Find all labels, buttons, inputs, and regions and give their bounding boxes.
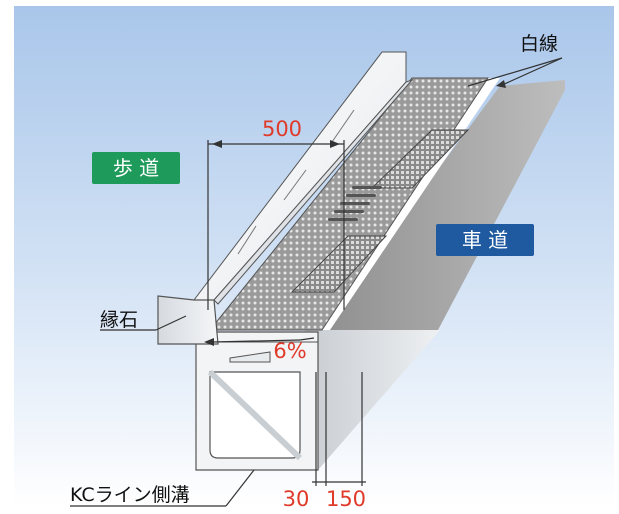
ditch-hollow-shade (207, 369, 303, 461)
grate-panel-1 (370, 129, 470, 189)
curb-joints (237, 109, 355, 255)
dimension-lines (207, 57, 563, 486)
curb-inner-face (213, 78, 414, 305)
curb-label: 縁石 (100, 309, 138, 331)
roadway-badge (436, 224, 534, 256)
ditch-inlet (229, 351, 271, 363)
dimension-500: 500 (262, 117, 302, 141)
arrow-500-left (212, 140, 222, 148)
product-label: KCライン側溝 (70, 484, 190, 506)
dimension-150: 150 (326, 487, 366, 511)
white-line-label: 白線 (520, 33, 558, 55)
grate-panel-2 (290, 235, 388, 293)
dimension-30: 30 (283, 487, 310, 511)
ditch-side-face (305, 330, 440, 470)
sidewalk-badge (92, 152, 180, 184)
sidewalk-label: 歩 道 (113, 156, 159, 180)
curb-end-face (157, 295, 219, 345)
arrow-500-right (330, 140, 340, 148)
arrow-slope (204, 338, 214, 346)
roadway-label: 車 道 (462, 228, 508, 252)
roadway-surface (318, 80, 565, 330)
dimension-slope: 6% (273, 339, 306, 363)
grate-slots (328, 186, 382, 221)
arrow-white-line (496, 80, 506, 88)
leader-lines (70, 315, 255, 507)
